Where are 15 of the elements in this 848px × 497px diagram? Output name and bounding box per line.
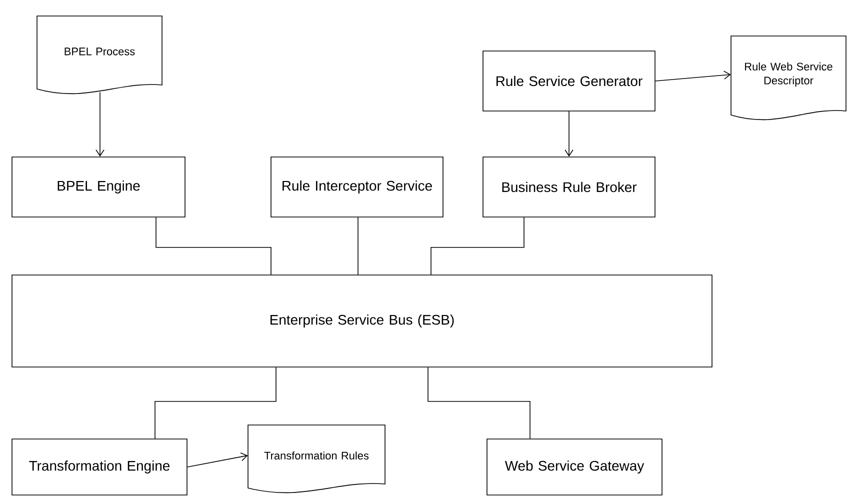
process-box: Business Rule Broker (482, 156, 656, 218)
process-box: Rule Interceptor Service (270, 156, 444, 218)
connector-line (430, 217, 524, 275)
connector-line (428, 367, 530, 439)
process-box: Web Service Gateway (486, 438, 662, 496)
arrow (96, 92, 104, 157)
process-box: Rule Service Generator (482, 50, 656, 112)
arrow (187, 452, 248, 468)
arrow (564, 111, 574, 157)
arrow (655, 70, 731, 82)
connector-line (154, 367, 276, 439)
bus-box: Enterprise Service Bus (ESB) (12, 274, 712, 368)
connector-line (156, 217, 272, 275)
process-box: BPEL Engine (12, 156, 186, 218)
process-box: Transformation Engine (12, 438, 188, 496)
